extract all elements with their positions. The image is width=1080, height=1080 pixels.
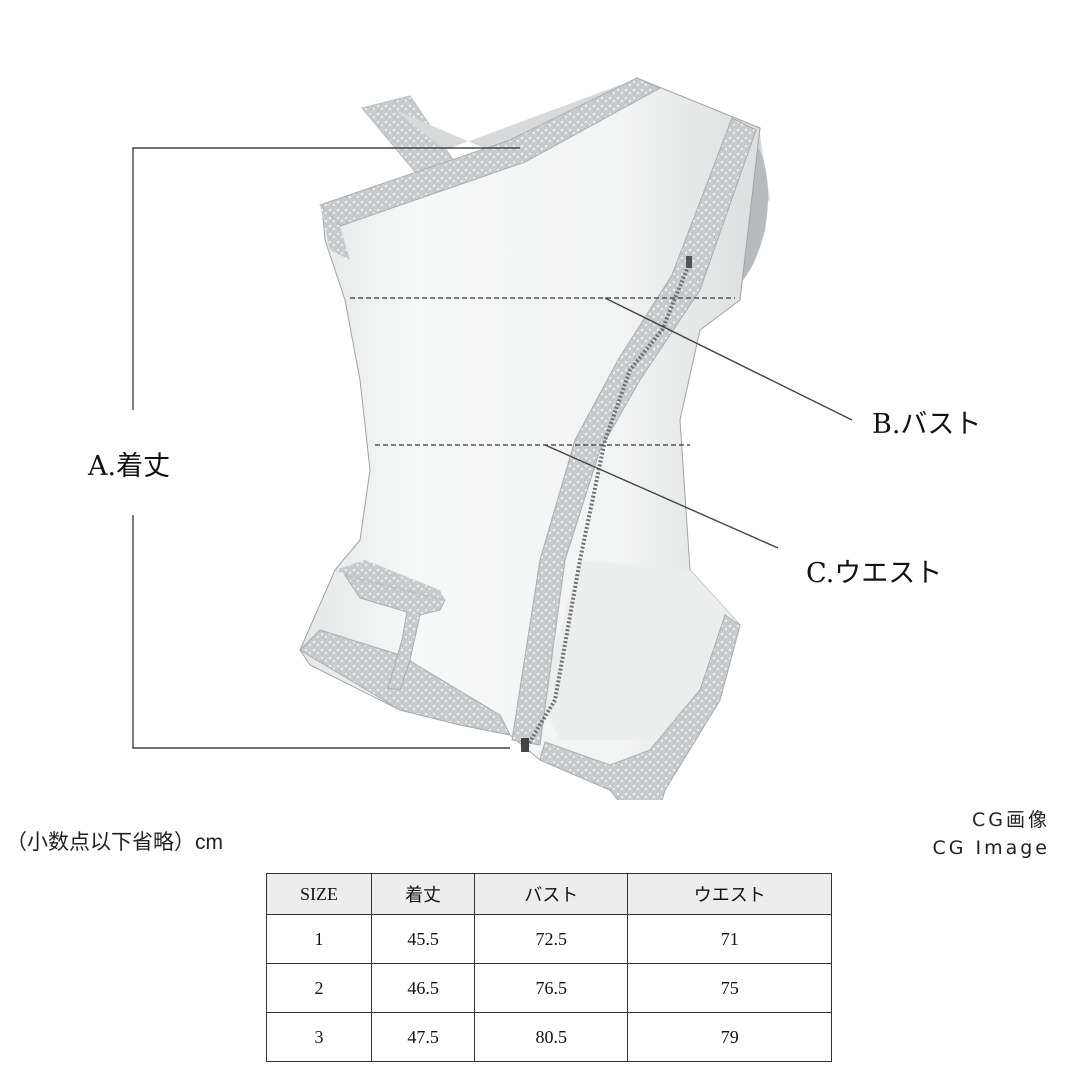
cg-image-note: CG画像 CG Image — [932, 806, 1050, 862]
table-header-row: SIZE 着丈 バスト ウエスト — [266, 873, 832, 915]
zipper-pull — [686, 256, 692, 268]
header-size: SIZE — [266, 873, 372, 915]
front-piping — [511, 117, 757, 746]
cell-size: 3 — [266, 1012, 372, 1062]
label-bust: B.バスト — [872, 409, 982, 440]
unit-note: （小数点以下省略）cm — [6, 831, 223, 854]
table-row: 2 46.5 76.5 75 — [266, 963, 832, 1013]
length-bracket-top — [132, 147, 520, 410]
cg-note-en: CG Image — [932, 837, 1050, 859]
header-length: 着丈 — [370, 873, 476, 915]
cell-size: 1 — [266, 914, 372, 964]
cell-size: 2 — [266, 963, 372, 1013]
waist-leader-line — [544, 444, 779, 549]
size-table: SIZE 着丈 バスト ウエスト 1 45.5 72.5 71 2 46.5 7… — [266, 873, 832, 1062]
garment-illustration — [132, 77, 853, 800]
cell-bust: 76.5 — [474, 963, 629, 1013]
hem-piping-left — [299, 629, 511, 736]
table-row: 3 47.5 80.5 79 — [266, 1012, 832, 1062]
header-bust: バスト — [474, 873, 629, 915]
cell-bust: 80.5 — [474, 1012, 629, 1062]
length-bracket-bottom — [132, 515, 510, 749]
cg-note-jp: CG画像 — [972, 809, 1050, 831]
side-panel-piping — [335, 560, 445, 600]
cell-waist: 75 — [627, 963, 832, 1013]
cell-length: 47.5 — [370, 1012, 476, 1062]
cell-bust: 72.5 — [474, 914, 629, 964]
zipper-stop — [521, 738, 529, 752]
label-waist: C.ウエスト — [806, 558, 943, 589]
label-length: A.着丈 — [88, 451, 171, 482]
zipper — [524, 261, 692, 750]
hem-piping-right — [539, 614, 741, 800]
cell-length: 46.5 — [370, 963, 476, 1013]
cell-waist: 71 — [627, 914, 832, 964]
cell-length: 45.5 — [370, 914, 476, 964]
header-waist: ウエスト — [627, 873, 832, 915]
table-row: 1 45.5 72.5 71 — [266, 914, 832, 964]
bust-leader-line — [604, 297, 853, 421]
cell-waist: 79 — [627, 1012, 832, 1062]
peplum-panel — [540, 560, 740, 740]
left-arm-piping — [320, 205, 350, 260]
pocket-piping — [343, 574, 446, 691]
